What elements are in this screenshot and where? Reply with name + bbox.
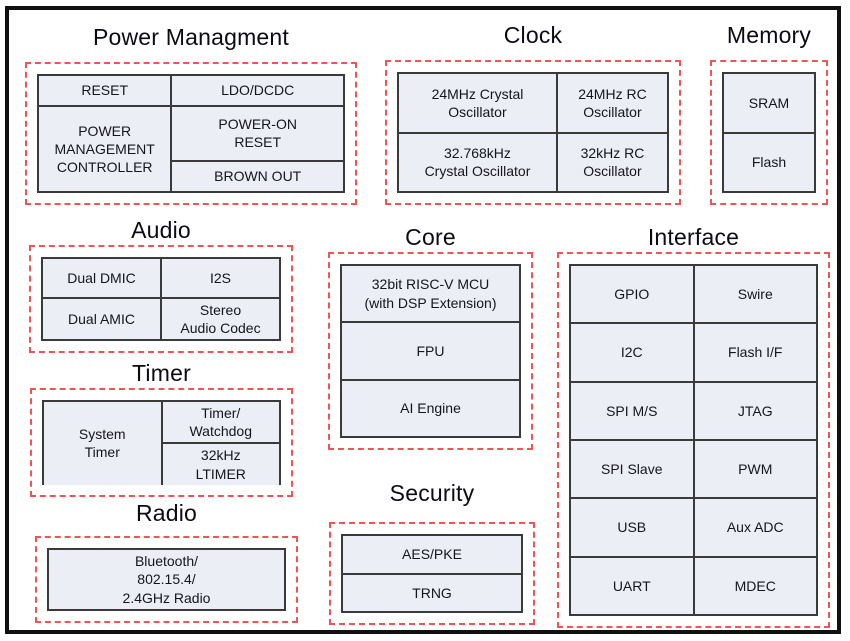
section-title-interface: Interface xyxy=(647,224,740,250)
section-audio: Audio Dual DMIC I2S Dual AMIC Stereo Aud… xyxy=(29,215,293,353)
section-title-timer: Timer xyxy=(132,360,191,386)
power-block-table: RESET LDO/DCDC POWER-ON RESET POWER MANA… xyxy=(37,74,345,193)
block-i2s: I2S xyxy=(162,259,279,297)
section-title-security: Security xyxy=(389,480,475,506)
block-i2c: I2C xyxy=(571,324,693,381)
block-power-management-controller: POWER MANAGEMENT CONTROLLER xyxy=(39,106,171,191)
block-ai-engine: AI Engine xyxy=(342,380,519,436)
section-interface: Interface GPIO Swire I2C Flash I/F SPI M… xyxy=(557,222,830,628)
block-fpu: FPU xyxy=(342,323,519,379)
block-reset: RESET xyxy=(39,76,171,105)
block-riscv-mcu: 32bit RISC-V MCU (with DSP Extension) xyxy=(342,266,519,322)
security-block-table: AES/PKE TRNG xyxy=(341,534,523,613)
section-radio: Radio Bluetooth/ 802.15.4/ 2.4GHz Radio xyxy=(35,498,298,623)
block-pwm: PWM xyxy=(694,440,816,498)
memory-block-table: SRAM Flash xyxy=(722,72,816,193)
diagram-outer-frame xyxy=(5,6,841,634)
section-group-security: AES/PKE TRNG xyxy=(329,522,535,625)
section-group-radio: Bluetooth/ 802.15.4/ 2.4GHz Radio xyxy=(35,536,298,623)
section-group-core: 32bit RISC-V MCU (with DSP Extension) FP… xyxy=(328,252,533,450)
block-swire: Swire xyxy=(694,266,816,323)
block-mdec: MDEC xyxy=(694,557,816,614)
block-brown-out: BROWN OUT xyxy=(172,162,343,191)
section-group-memory: SRAM Flash xyxy=(710,60,828,205)
audio-block-table: Dual DMIC I2S Dual AMIC Stereo Audio Cod… xyxy=(41,257,281,341)
block-system-timer: System Timer xyxy=(44,402,161,485)
block-dual-amic: Dual AMIC xyxy=(43,298,160,339)
block-uart: UART xyxy=(571,557,693,614)
block-aes-pke: AES/PKE xyxy=(343,536,521,573)
section-memory: Memory SRAM Flash xyxy=(710,20,828,205)
block-sram: SRAM xyxy=(724,74,814,132)
section-security: Security AES/PKE TRNG xyxy=(329,478,535,625)
block-trng: TRNG xyxy=(343,574,521,611)
block-24mhz-rc-oscillator: 24MHz RC Oscillator xyxy=(557,74,667,132)
section-group-power: RESET LDO/DCDC POWER-ON RESET POWER MANA… xyxy=(25,62,357,205)
block-32khz-ltimer: 32kHz LTIMER xyxy=(162,444,279,485)
block-ldo-dcdc: LDO/DCDC xyxy=(172,76,343,105)
block-power-on-reset: POWER-ON RESET xyxy=(172,106,343,161)
section-timer: Timer Timer/ Watchdog System Timer 32kHz… xyxy=(30,358,293,497)
block-timer-watchdog: Timer/ Watchdog xyxy=(162,402,279,443)
block-spi-ms: SPI M/S xyxy=(571,382,693,439)
section-title-clock: Clock xyxy=(503,22,563,48)
block-usb: USB xyxy=(571,499,693,556)
section-title-radio: Radio xyxy=(135,500,198,526)
block-stereo-audio-codec: Stereo Audio Codec xyxy=(162,298,279,339)
interface-block-table: GPIO Swire I2C Flash I/F SPI M/S JTAG SP… xyxy=(569,264,818,616)
section-group-interface: GPIO Swire I2C Flash I/F SPI M/S JTAG SP… xyxy=(557,252,830,628)
block-aux-adc: Aux ADC xyxy=(694,499,816,556)
block-jtag: JTAG xyxy=(694,382,816,439)
section-group-timer: Timer/ Watchdog System Timer 32kHz LTIME… xyxy=(30,388,293,497)
section-group-audio: Dual DMIC I2S Dual AMIC Stereo Audio Cod… xyxy=(29,245,293,353)
section-title-power: Power Managment xyxy=(92,24,290,50)
section-power-management: Power Managment RESET LDO/DCDC POWER-ON … xyxy=(25,22,357,205)
block-bluetooth-radio: Bluetooth/ 802.15.4/ 2.4GHz Radio xyxy=(49,550,284,609)
timer-block-table: Timer/ Watchdog System Timer 32kHz LTIME… xyxy=(42,400,281,485)
radio-block-table: Bluetooth/ 802.15.4/ 2.4GHz Radio xyxy=(47,548,286,611)
section-title-audio: Audio xyxy=(131,217,191,243)
section-clock: Clock 24MHz Crystal Oscillator 24MHz RC … xyxy=(385,20,681,205)
section-core: Core 32bit RISC-V MCU (with DSP Extensio… xyxy=(328,222,533,450)
block-flash-if: Flash I/F xyxy=(694,324,816,381)
section-title-core: Core xyxy=(405,224,456,250)
section-group-clock: 24MHz Crystal Oscillator 24MHz RC Oscill… xyxy=(385,60,681,205)
block-gpio: GPIO xyxy=(571,266,693,323)
block-32khz-rc-oscillator: 32kHz RC Oscillator xyxy=(557,133,667,191)
core-block-table: 32bit RISC-V MCU (with DSP Extension) FP… xyxy=(340,264,521,438)
block-flash: Flash xyxy=(724,133,814,191)
clock-block-table: 24MHz Crystal Oscillator 24MHz RC Oscill… xyxy=(397,72,669,193)
block-dual-dmic: Dual DMIC xyxy=(43,259,160,297)
block-24mhz-crystal-oscillator: 24MHz Crystal Oscillator xyxy=(399,74,556,132)
block-spi-slave: SPI Slave xyxy=(571,440,693,498)
section-title-memory: Memory xyxy=(726,22,812,48)
block-32768khz-crystal-oscillator: 32.768kHz Crystal Oscillator xyxy=(399,133,556,191)
